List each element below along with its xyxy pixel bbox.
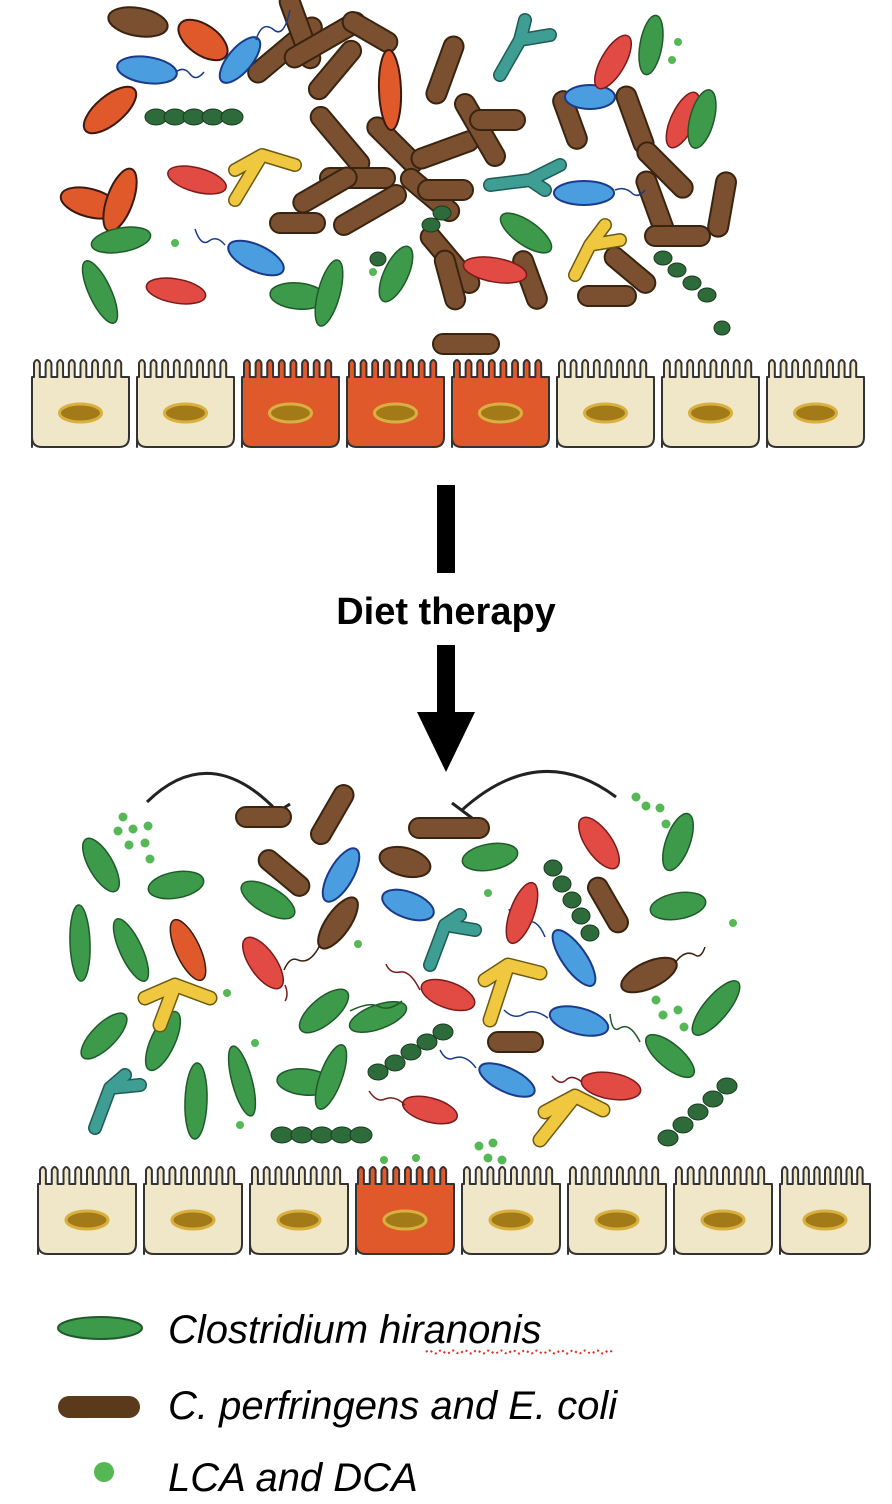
epithelial-cell xyxy=(461,1166,561,1255)
cell-nucleus xyxy=(700,1209,746,1231)
epithelial-cell-inflamed xyxy=(451,359,550,448)
cell-nucleus xyxy=(268,402,313,424)
therapy-arrow: Diet therapy xyxy=(336,485,556,772)
epithelial-cell xyxy=(661,359,760,448)
epithelial-cell-inflamed xyxy=(241,359,340,448)
cell-nucleus xyxy=(688,402,733,424)
cell-nucleus xyxy=(276,1209,322,1231)
clostridium-after xyxy=(69,812,741,1140)
chain-bacteria-after xyxy=(270,859,738,1147)
cell-nucleus xyxy=(382,1209,428,1231)
epithelium-after xyxy=(37,1166,871,1255)
legend-label-rods: C. perfringens and E. coli xyxy=(168,1384,618,1428)
brown-rods-after xyxy=(235,784,629,1053)
step-label: Diet therapy xyxy=(336,591,556,633)
clostridium-flagella-after xyxy=(349,1000,641,1043)
red-bacteria-before xyxy=(145,34,701,305)
yellow-bacteria-after-fill xyxy=(139,959,609,1146)
inhibition-bar-right xyxy=(451,801,473,820)
epithelial-cell xyxy=(37,1166,137,1255)
legend-item-rods: C. perfringens and E. coli xyxy=(58,1384,618,1428)
inhibition-arc-left xyxy=(145,771,280,814)
epithelial-cell-inflamed xyxy=(346,359,445,448)
legend-item-clostridium: Clostridium hiranonis xyxy=(57,1308,613,1355)
green-dot-icon xyxy=(94,1462,114,1482)
cell-nucleus xyxy=(488,1209,534,1231)
epithelial-cell xyxy=(249,1166,349,1255)
cell-nucleus xyxy=(583,402,628,424)
epithelium-before xyxy=(31,359,865,448)
yellow-bacteria-before-fill xyxy=(229,149,626,281)
orange-bacteria-after xyxy=(169,918,207,982)
epithelial-cell xyxy=(673,1166,773,1255)
microbiota-after xyxy=(69,769,741,1165)
teal-bacteria-after-fill xyxy=(89,909,481,1134)
epithelial-cell xyxy=(779,1166,871,1255)
epithelial-cell-inflamed xyxy=(355,1166,455,1255)
green-ellipse-icon xyxy=(57,1316,143,1340)
epithelial-cell xyxy=(31,359,130,448)
orange-bacteria-before xyxy=(59,18,403,233)
brown-rod-icon xyxy=(58,1396,140,1418)
arrow-head xyxy=(417,712,475,772)
brown-rods-before xyxy=(247,0,737,355)
cell-nucleus xyxy=(793,402,838,424)
microbiota-before xyxy=(59,0,737,355)
cell-nucleus xyxy=(58,402,103,424)
clostridium-before xyxy=(81,14,717,327)
epithelial-cell xyxy=(136,359,235,448)
epithelial-cell xyxy=(556,359,655,448)
epithelial-cell xyxy=(143,1166,243,1255)
cell-nucleus xyxy=(64,1209,110,1231)
cell-nucleus xyxy=(802,1209,848,1231)
arrow-shaft-bottom xyxy=(437,645,455,715)
red-flagella-after xyxy=(284,963,583,1106)
legend-label-bile-acids: LCA and DCA xyxy=(168,1456,418,1500)
bile-acid-dots-after xyxy=(113,792,737,1165)
teal-bacteria-before-fill xyxy=(484,14,566,196)
legend-label-clostridium: Clostridium hiranonis xyxy=(168,1308,541,1352)
legend: Clostridium hiranonis C. perfringens and… xyxy=(57,1308,618,1500)
cell-nucleus xyxy=(170,1209,216,1231)
epithelial-cell xyxy=(766,359,865,448)
brown-ovals-before xyxy=(107,6,169,38)
flagella-before xyxy=(175,9,646,246)
cell-nucleus xyxy=(478,402,523,424)
cell-nucleus xyxy=(594,1209,640,1231)
blue-bacteria-after xyxy=(321,847,610,1098)
inhibition-arc-right xyxy=(460,769,617,812)
arrow-shaft-top xyxy=(437,485,455,573)
brown-flagella-after xyxy=(283,944,706,971)
chain-bacteria-before xyxy=(144,108,731,336)
cell-nucleus xyxy=(373,402,418,424)
bile-acid-dots-before xyxy=(171,38,682,276)
cell-nucleus xyxy=(163,402,208,424)
blue-bacteria-before xyxy=(116,36,616,277)
epithelial-cell xyxy=(567,1166,667,1255)
inhibition-arcs xyxy=(145,769,617,820)
legend-item-bile-acids: LCA and DCA xyxy=(94,1456,418,1500)
